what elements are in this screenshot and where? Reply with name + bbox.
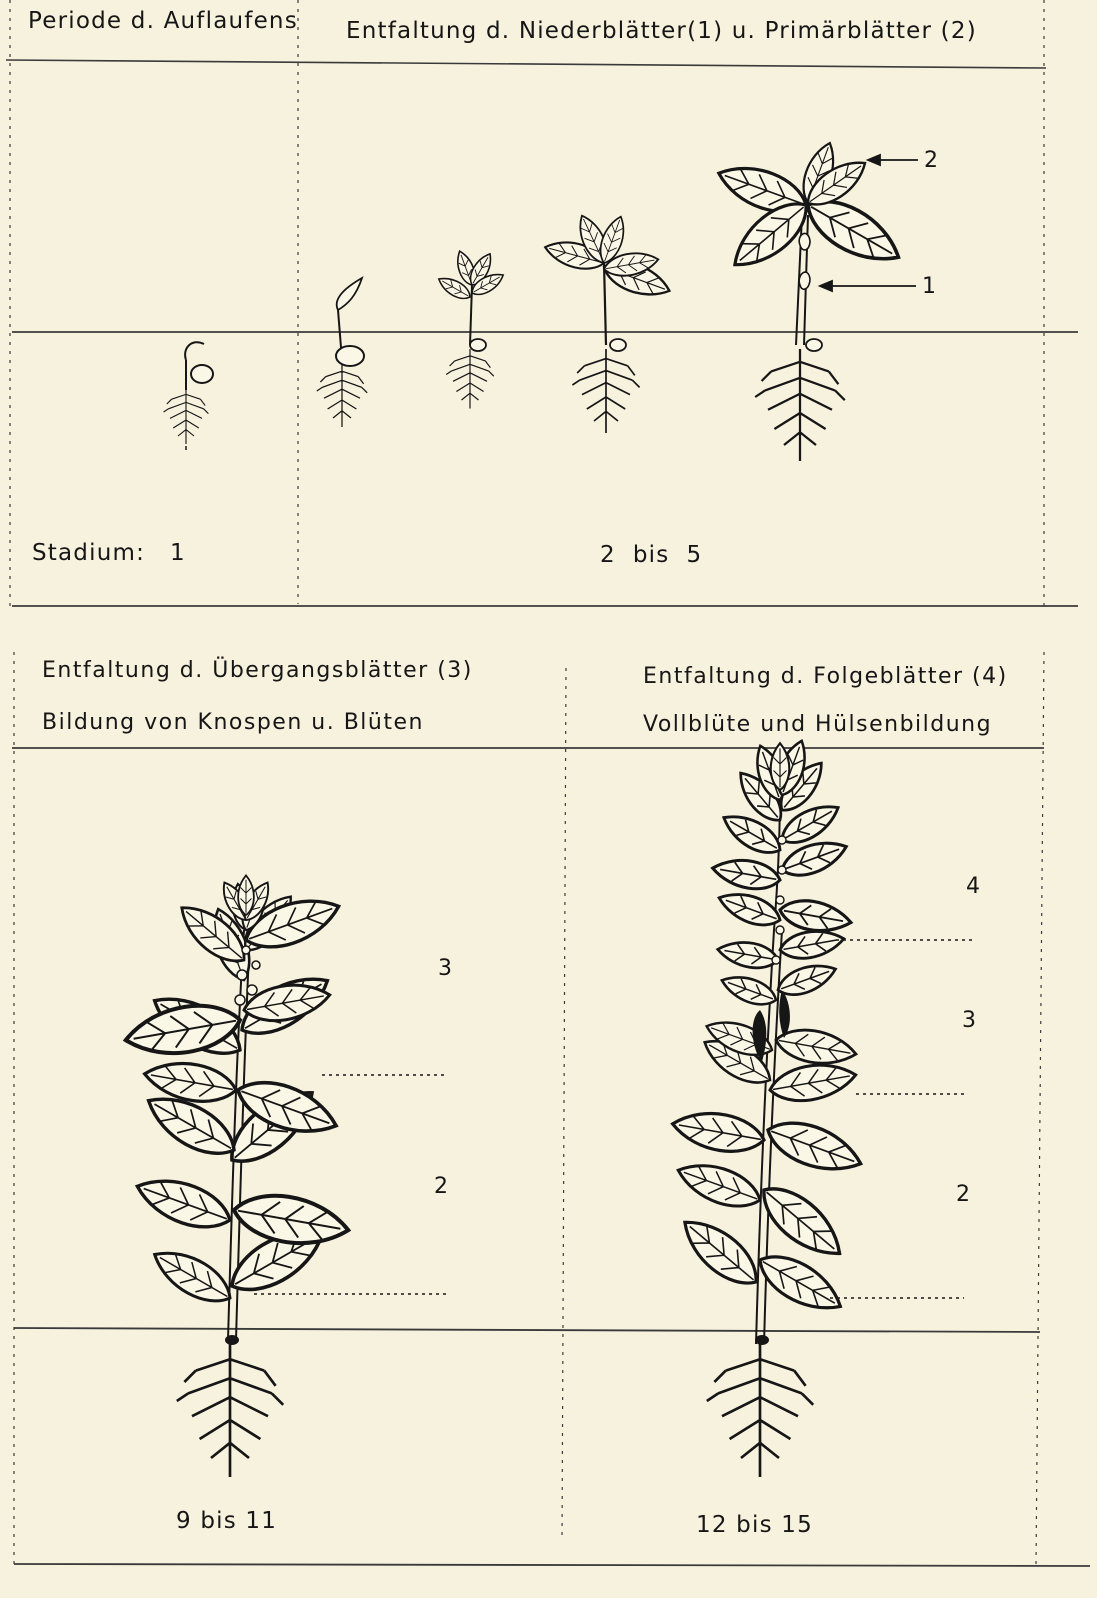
callout-arrow-primary (868, 155, 918, 165)
seedling-stage-2 (317, 278, 367, 427)
plant-stage-12-15 (669, 737, 867, 1477)
seedling-stage-4 (542, 211, 674, 433)
seedling-stage-5 (713, 139, 909, 461)
br-zone-dividers (830, 940, 976, 1298)
plant-stage-9-11 (122, 875, 352, 1477)
frame-lines (6, 0, 1090, 1566)
seedling-stage-1 (164, 342, 213, 450)
callout-arrow-lower (820, 281, 916, 291)
seedling-stage-3 (435, 249, 506, 409)
